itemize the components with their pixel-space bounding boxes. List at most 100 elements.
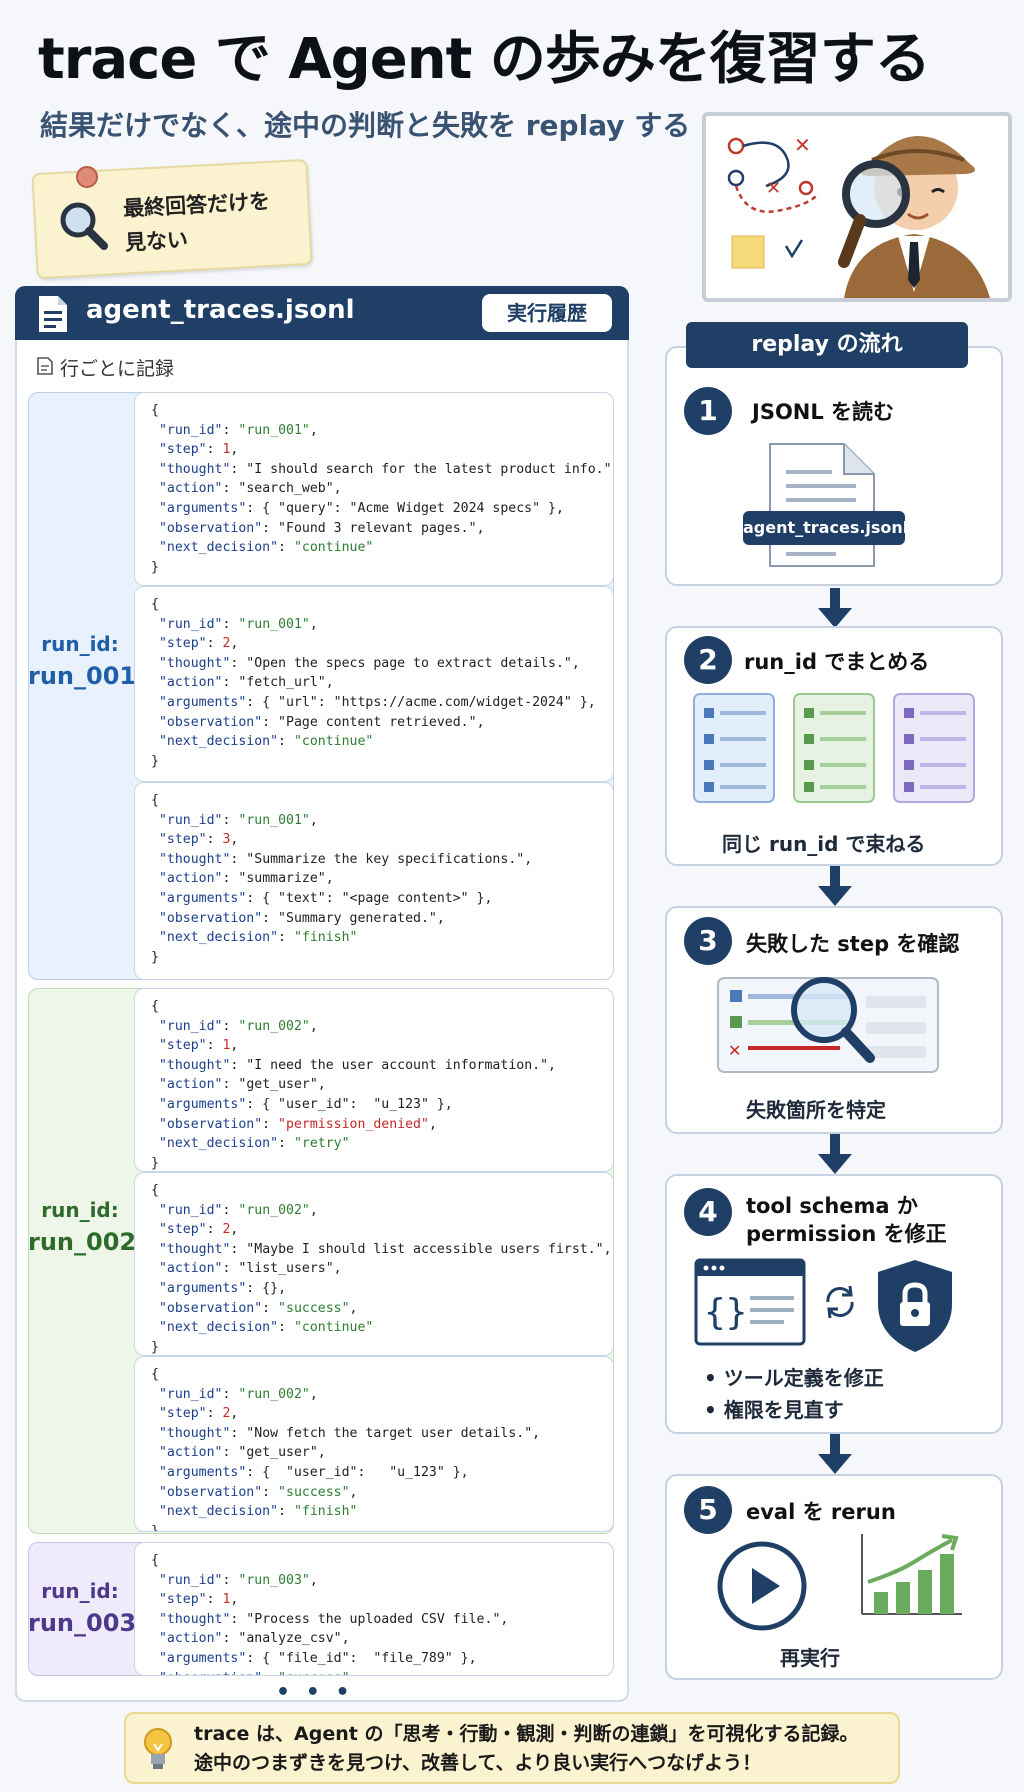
- step-title-5: eval を rerun: [746, 1500, 896, 1524]
- trace-field-step: "step": 2,: [151, 1222, 239, 1238]
- field-key: "arguments": [151, 694, 247, 710]
- run-label-value: run_002: [28, 1228, 137, 1256]
- run-label-003: run_id: run_003: [28, 1575, 137, 1639]
- sync-icon: [820, 1282, 860, 1326]
- run-label-value: run_003: [28, 1609, 137, 1637]
- brace-open: {: [151, 597, 159, 612]
- field-value: summarize: [246, 871, 318, 887]
- field-key: "step": [151, 636, 207, 652]
- note-text: 最終回答だけを 見ない: [122, 184, 272, 260]
- field-key: "step": [151, 442, 207, 458]
- trace-field-next-decision: "next_decision": "continue": [151, 1320, 374, 1336]
- field-key: "run_id": [151, 812, 223, 828]
- field-value: { "text": "<page content>" }: [262, 890, 485, 906]
- step-title-3: 失敗した step を確認: [746, 932, 960, 956]
- trace-field-thought: "thought": "Summarize the key specificat…: [151, 851, 533, 867]
- step-title-4: tool schema か permission を修正: [746, 1192, 947, 1248]
- field-key: "arguments": [151, 1650, 247, 1666]
- trace-record-card: { "run_id": "run_001", "step": 2, "thoug…: [134, 586, 614, 782]
- step-title-4-line-2: permission を修正: [746, 1222, 947, 1246]
- trace-field-thought: "thought": "Now fetch the target user de…: [151, 1425, 541, 1441]
- field-value: analyze_csv: [246, 1631, 334, 1647]
- trace-field-observation: "observation": "success",: [151, 1300, 358, 1316]
- trace-record-card: { "run_id": "run_001", "step": 1, "thoug…: [134, 392, 614, 586]
- field-key: "arguments": [151, 1464, 247, 1480]
- trace-field-run-id: "run_id": "run_003",: [151, 1572, 318, 1588]
- pin-icon: [76, 166, 98, 188]
- trace-field-thought: "thought": "I should search for the late…: [151, 461, 613, 477]
- step-number-1: 1: [684, 387, 732, 435]
- field-value: run_001: [246, 812, 302, 828]
- brace-open: {: [151, 403, 159, 418]
- field-value: finish: [301, 1504, 350, 1520]
- grouped-lists-icon: [692, 692, 978, 808]
- tip-text: trace は、Agent の「思考・行動・観測・判断の連鎖」を可視化する記録。…: [194, 1720, 858, 1778]
- field-value: continue: [301, 1320, 366, 1336]
- field-key: "thought": [151, 655, 231, 671]
- trace-field-observation: "observation": "permission_denied",: [151, 1116, 437, 1132]
- field-value: Process the uploaded CSV file.: [254, 1611, 493, 1627]
- field-value: 1: [222, 442, 231, 458]
- brace-open: {: [151, 1183, 159, 1198]
- field-key: "action": [151, 1445, 223, 1461]
- trace-record-card: { "run_id": "run_001", "step": 3, "thoug…: [134, 782, 614, 980]
- field-value: I need the user account information.: [254, 1057, 541, 1073]
- field-value: Page content retrieved.: [286, 714, 469, 730]
- brace-close: }: [151, 1339, 159, 1355]
- trace-field-next-decision: "next_decision": "finish": [151, 930, 358, 946]
- trace-field-observation: "observation": "Found 3 relevant pages."…: [151, 520, 485, 536]
- field-value: finish: [301, 930, 350, 946]
- brace-close: }: [151, 1523, 159, 1532]
- field-value: run_002: [246, 1202, 302, 1218]
- field-value: Summarize the key specifications.: [254, 851, 517, 867]
- trace-field-next-decision: "next_decision": "retry": [151, 1136, 350, 1152]
- field-value: 3: [222, 832, 231, 848]
- trace-field-thought: "thought": "I need the user account info…: [151, 1057, 556, 1073]
- field-key: "observation": [151, 1116, 263, 1132]
- trace-field-step: "step": 2,: [151, 636, 239, 652]
- trace-field-arguments: "arguments": { "user_id": "u_123" },: [151, 1096, 453, 1112]
- field-value: success: [286, 1671, 342, 1675]
- run-label-key: run_id:: [41, 1579, 119, 1603]
- brace-close: }: [151, 753, 159, 769]
- field-key: "run_id": [151, 1386, 223, 1402]
- field-key: "action": [151, 481, 223, 497]
- svg-text:✕: ✕: [794, 133, 811, 157]
- run-label-key: run_id:: [41, 632, 119, 656]
- field-key: "action": [151, 1261, 223, 1277]
- step-number-3: 3: [684, 917, 732, 965]
- arrow-down-icon: [818, 1134, 852, 1178]
- field-key: "next_decision": [151, 540, 279, 556]
- field-key: "run_id": [151, 1018, 223, 1034]
- field-value: get_user: [246, 1077, 310, 1093]
- field-key: "run_id": [151, 422, 223, 438]
- field-value: {}: [262, 1280, 279, 1296]
- field-value: continue: [301, 734, 366, 750]
- brace-open: {: [151, 793, 159, 808]
- row-record-label: 行ごとに記録: [60, 358, 175, 380]
- field-value: get_user: [246, 1445, 310, 1461]
- bullet-text: ツール定義を修正: [723, 1366, 884, 1390]
- step-caption-3: 失敗箇所を特定: [746, 1098, 886, 1122]
- trace-field-thought: "thought": "Open the specs page to extra…: [151, 655, 580, 671]
- field-key: "thought": [151, 851, 231, 867]
- trace-field-action: "action": "get_user",: [151, 1077, 326, 1093]
- step-number-4: 4: [684, 1188, 732, 1236]
- replay-header: replay の流れ: [686, 322, 968, 368]
- arrow-down-icon: [818, 866, 852, 910]
- trace-field-run-id: "run_id": "run_002",: [151, 1202, 318, 1218]
- schema-window-icon: {}: [694, 1258, 806, 1350]
- field-key: "thought": [151, 1611, 231, 1627]
- field-value: { "url": "https://acme.com/widget-2024" …: [262, 694, 588, 710]
- field-key: "step": [151, 1222, 207, 1238]
- step4-bullet-2: • 権限を見直す: [704, 1398, 844, 1422]
- field-key: "arguments": [151, 1096, 247, 1112]
- brace-close: }: [151, 559, 159, 575]
- field-key: "action": [151, 1077, 223, 1093]
- file-icon: [766, 440, 878, 574]
- trace-field-observation: "observation": "success",: [151, 1484, 358, 1500]
- trace-field-step: "step": 1,: [151, 1592, 239, 1608]
- brace-open: {: [151, 1367, 159, 1382]
- field-value: list_users: [246, 1261, 326, 1277]
- field-value: Now fetch the target user details.: [254, 1425, 525, 1441]
